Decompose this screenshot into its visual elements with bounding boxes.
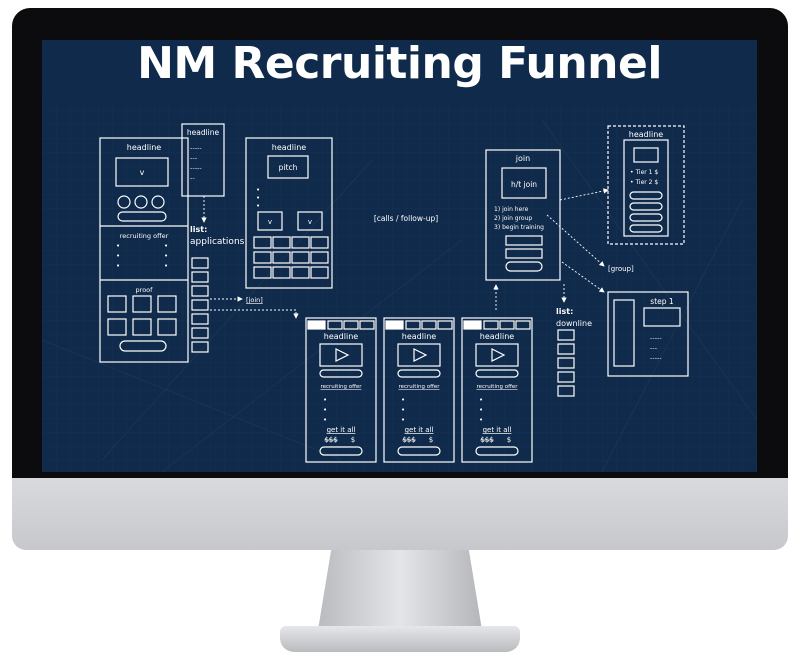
video-page-2-headline: headline [402, 332, 436, 341]
landing-dot-4: • [164, 242, 168, 250]
downline-list-icons [557, 329, 575, 397]
pitch-dot-3: • [256, 202, 260, 210]
step-title: step 1 [650, 297, 674, 306]
pitch-dot-1: • [256, 186, 260, 194]
video-page-3-cta: get it all [483, 426, 512, 434]
video-page-3-dot-2: • [479, 406, 483, 414]
video-page-2-offer: recruiting offer [398, 384, 440, 390]
optin-line-2: --- [190, 154, 198, 162]
group-label: [group] [608, 265, 634, 273]
landing-video-icon: v [140, 168, 145, 177]
monitor-stand-foot [280, 626, 520, 652]
video-page-3-headline: headline [480, 332, 514, 341]
video-page-1-price-old: $$$ [324, 436, 337, 444]
page-title: NM Recruiting Funnel [137, 40, 662, 89]
video-page-1-cta: get it all [327, 426, 356, 434]
step-line-3: ----- [650, 354, 662, 362]
pitch-video-icon-2: v [308, 218, 312, 226]
optin-line-3: ----- [190, 164, 202, 172]
monitor-chin [12, 478, 788, 550]
applications-list-name: applications [190, 237, 245, 247]
step-line-1: ----- [650, 334, 662, 342]
optin-headline: headline [187, 128, 220, 137]
join-step-3: 3) begin training [494, 224, 544, 231]
video-page-2-price-new: $ [429, 436, 433, 444]
video-page-1-wireframe [305, 317, 377, 463]
downline-list-name: downline [556, 319, 592, 328]
monitor-stand-neck [318, 550, 482, 630]
video-page-3-price-old: $$$ [480, 436, 493, 444]
optin-line-4: -- [190, 174, 195, 182]
landing-dot-3: • [116, 262, 120, 270]
applications-list-icons [191, 257, 209, 353]
video-page-1-dot-1: • [323, 396, 327, 404]
video-page-1-headline: headline [324, 332, 358, 341]
pitch-dot-2: • [256, 194, 260, 202]
video-page-2-cta: get it all [405, 426, 434, 434]
landing-headline: headline [127, 143, 161, 152]
landing-offer-label: recruiting offer [120, 232, 169, 240]
video-page-2-dot-2: • [401, 406, 405, 414]
step-page-wireframe [607, 291, 689, 377]
join-link: [join] [246, 296, 263, 304]
video-page-1-offer: recruiting offer [320, 384, 362, 390]
pitch-box-label: pitch [279, 163, 298, 172]
tier-headline: headline [629, 130, 663, 139]
join-page-wireframe [485, 149, 561, 281]
landing-dot-5: • [164, 252, 168, 260]
tier-page-wireframe [607, 125, 685, 245]
flow-connectors [201, 188, 609, 319]
funnel-diagram: headline v recruiting offer proof headli… [42, 100, 757, 472]
video-page-3-offer: recruiting offer [476, 384, 518, 390]
optin-card-wireframe [181, 123, 225, 197]
landing-proof-label: proof [136, 286, 154, 294]
video-page-3-price-new: $ [507, 436, 511, 444]
optin-line-1: ----- [190, 144, 202, 152]
video-page-2-dot-3: • [401, 416, 405, 424]
tier-1: • Tier 1 $ [630, 169, 658, 176]
pitch-headline: headline [272, 143, 306, 152]
applications-list-label: list: [190, 225, 207, 234]
join-step-1: 1) join here [494, 206, 529, 213]
video-page-1-dot-2: • [323, 406, 327, 414]
landing-dot-6: • [164, 262, 168, 270]
video-page-1-dot-3: • [323, 416, 327, 424]
video-page-3-dot-3: • [479, 416, 483, 424]
video-page-3-dot-1: • [479, 396, 483, 404]
video-page-2-price-old: $$$ [402, 436, 415, 444]
downline-list-label: list: [556, 307, 573, 316]
landing-dot-2: • [116, 252, 120, 260]
calls-note: [calls / follow-up] [374, 214, 438, 223]
monitor-screen: NM Recruiting Funnel [42, 40, 757, 472]
video-page-2-dot-1: • [401, 396, 405, 404]
video-page-1-price-new: $ [351, 436, 355, 444]
landing-page-wireframe [99, 137, 189, 363]
pitch-page-wireframe [245, 137, 333, 289]
join-title: join [515, 154, 530, 163]
tier-2: • Tier 2 $ [630, 179, 658, 186]
join-step-2: 2) join group [494, 215, 532, 222]
landing-dot-1: • [116, 242, 120, 250]
pitch-video-icon-1: v [268, 218, 272, 226]
join-box-label: h/t join [511, 180, 537, 189]
video-page-3-wireframe [461, 317, 533, 463]
video-page-2-wireframe [383, 317, 455, 463]
step-line-2: --- [650, 344, 658, 352]
